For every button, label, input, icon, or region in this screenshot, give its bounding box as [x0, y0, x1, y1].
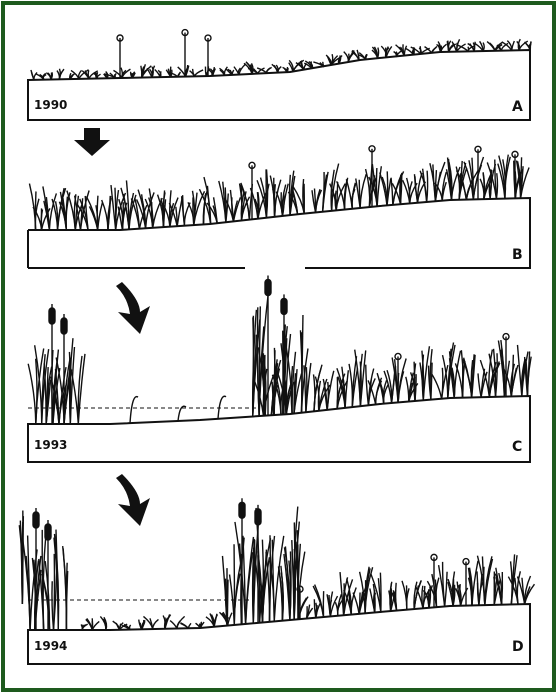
panel-d-letter: D: [512, 639, 524, 655]
panel-a-letter: A: [512, 99, 523, 115]
cattail-head: [49, 308, 55, 324]
cattail-head: [45, 524, 51, 540]
grass-blade: [274, 350, 275, 415]
grass-blade: [287, 67, 288, 72]
panel-d-year: 1994: [34, 639, 67, 653]
grass-blade: [205, 67, 206, 77]
cattail-head: [33, 512, 39, 528]
cattail-head: [61, 318, 67, 334]
grass-blade: [468, 47, 469, 52]
panel-a-year: 1990: [34, 98, 67, 112]
panel-b-letter: B: [512, 247, 523, 263]
cattail-head: [281, 298, 287, 314]
cattail-head: [239, 502, 245, 518]
grass-blade: [530, 42, 531, 50]
panel-c-year: 1993: [34, 438, 67, 452]
grass-blade: [414, 362, 415, 401]
cattail-head: [255, 509, 261, 525]
grass-blade: [453, 579, 454, 606]
cattail-head: [265, 279, 271, 295]
grass-blade: [241, 185, 242, 221]
panel-c-letter: C: [512, 439, 522, 455]
